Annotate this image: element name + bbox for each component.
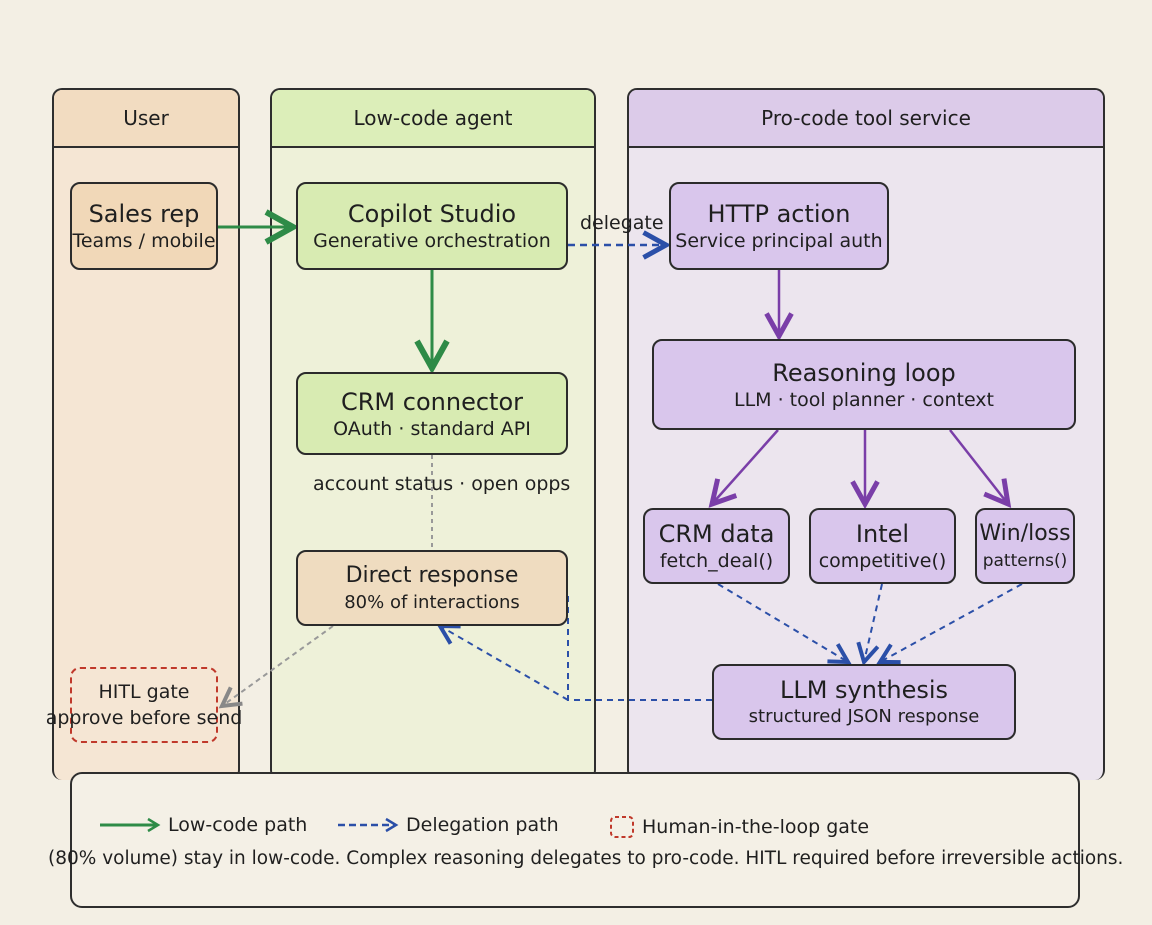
edge-reasoning-crmdata — [712, 429, 779, 504]
edge-winloss-synthesis — [880, 583, 1023, 662]
node-title: HITL gate — [98, 681, 190, 703]
node-subtitle: LLM · tool planner · context — [734, 388, 994, 411]
legend-note: (80% volume) stay in low-code. Complex r… — [48, 848, 1124, 869]
legend: Low-code path Delegation path Human-in-t… — [48, 772, 1123, 908]
legend-label-low-code: Low-code path — [168, 814, 308, 836]
red-dashed-box-icon — [610, 816, 634, 838]
legend-item-hitl: Human-in-the-loop gate — [608, 814, 869, 840]
legend-item-delegation: Delegation path — [336, 814, 559, 836]
node-hitl-gate: HITL gate approve before send — [46, 667, 242, 743]
node-http-action: HTTP action Service principal auth — [669, 182, 889, 270]
lane-low-code-header: Low-code agent — [272, 90, 594, 148]
node-title: Sales rep — [88, 200, 200, 228]
edge-label-connector-note: account status · open opps — [313, 473, 571, 495]
legend-label-delegation: Delegation path — [406, 814, 559, 836]
blue-dashed-arrow-icon — [338, 817, 399, 833]
node-subtitle: fetch_deal() — [659, 550, 774, 572]
node-title: Intel — [855, 520, 910, 548]
node-title: CRM data — [658, 520, 775, 548]
node-subtitle: structured JSON response — [748, 706, 980, 727]
node-title: Copilot Studio — [347, 200, 517, 228]
lane-user-header: User — [54, 90, 238, 148]
node-intel: Intel competitive() — [809, 508, 956, 584]
node-title: LLM synthesis — [779, 676, 949, 704]
node-subtitle: Generative orchestration — [313, 230, 551, 252]
node-subtitle: 80% of interactions — [344, 592, 520, 613]
node-crm-data: CRM data fetch_deal() — [643, 508, 790, 584]
legend-label-hitl: Human-in-the-loop gate — [642, 816, 870, 838]
edge-intel-synthesis — [864, 583, 883, 662]
edge-label-delegate: delegate — [580, 212, 664, 234]
node-title: Win/loss — [979, 521, 1071, 546]
node-crm-connector: CRM connector OAuth · standard API — [296, 372, 568, 455]
node-sales-rep: Sales rep Teams / mobile — [70, 182, 218, 270]
node-title: HTTP action — [707, 200, 851, 228]
node-subtitle: approve before send — [45, 707, 243, 729]
node-title: Direct response — [345, 563, 519, 588]
node-title: CRM connector — [341, 387, 523, 416]
node-llm-synthesis: LLM synthesis structured JSON response — [712, 664, 1016, 740]
lane-pro-code-header: Pro-code tool service — [629, 90, 1103, 148]
node-subtitle: competitive() — [818, 550, 947, 572]
node-copilot-studio: Copilot Studio Generative orchestration — [296, 182, 568, 270]
edge-synthesis-direct — [440, 592, 712, 701]
node-subtitle: patterns() — [982, 551, 1068, 571]
node-reasoning-loop: Reasoning loop LLM · tool planner · cont… — [652, 339, 1076, 430]
green-arrow-icon — [100, 817, 161, 833]
edge-crmdata-synthesis — [717, 583, 848, 662]
node-subtitle: Service principal auth — [675, 230, 883, 252]
node-subtitle: Teams / mobile — [72, 230, 216, 252]
node-win-loss: Win/loss patterns() — [975, 508, 1075, 584]
edge-reasoning-winloss — [949, 429, 1008, 504]
legend-item-low-code: Low-code path — [98, 814, 307, 836]
node-title: Reasoning loop — [772, 358, 956, 387]
node-subtitle: OAuth · standard API — [333, 417, 531, 440]
edge-direct-hitl — [222, 625, 334, 706]
node-direct-response: Direct response 80% of interactions — [296, 550, 568, 626]
